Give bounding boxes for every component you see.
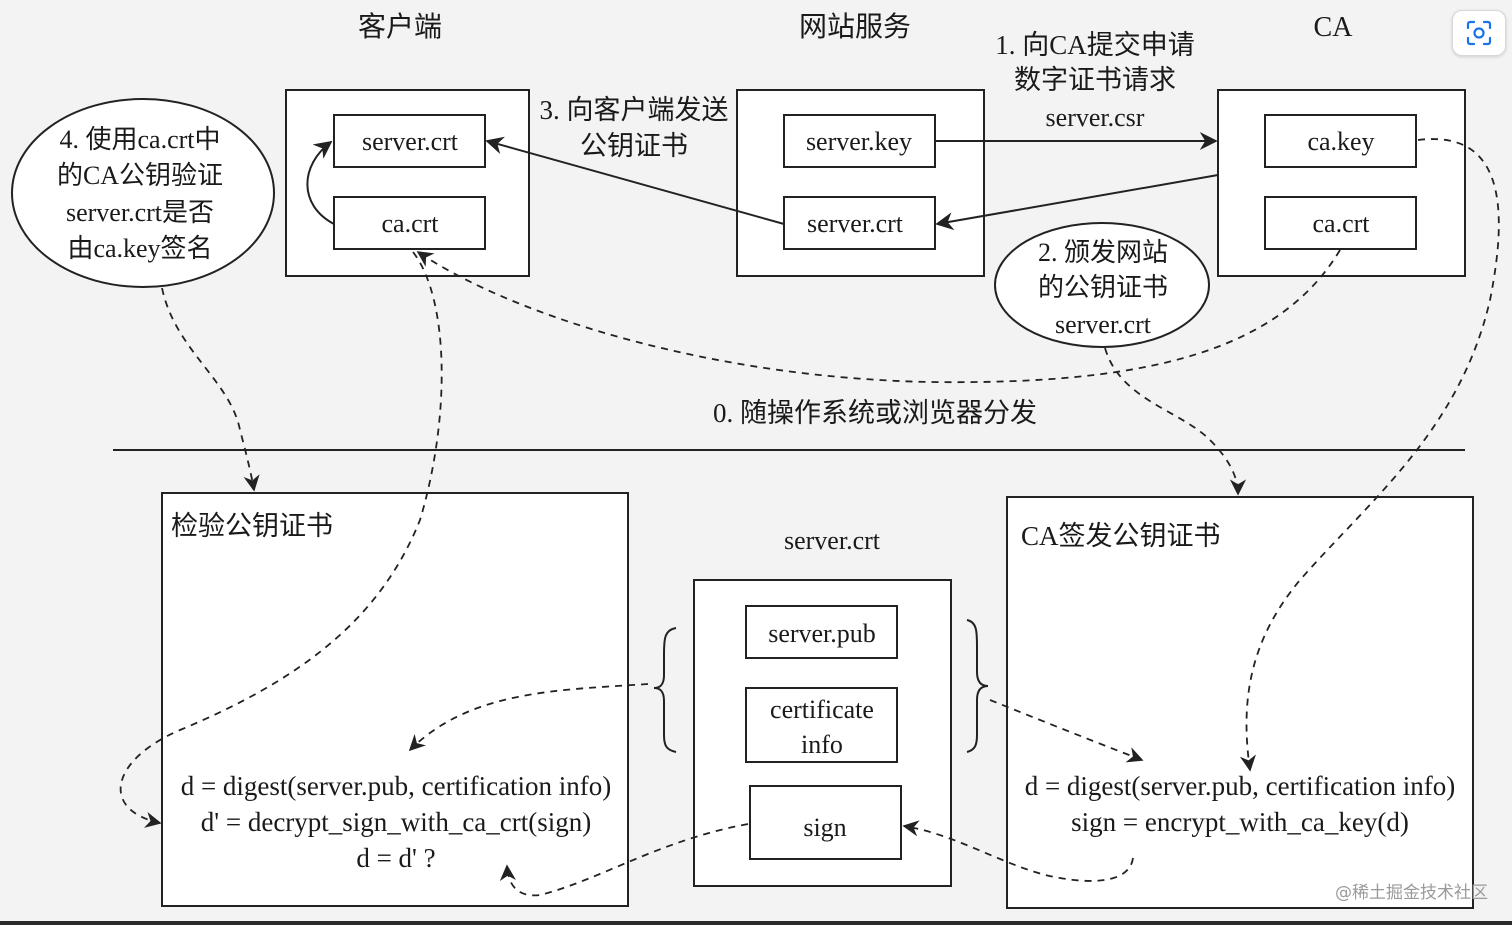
bubble-verify-line2: 的CA公钥验证 <box>57 161 223 190</box>
bubble-verify-line3: server.crt是否 <box>66 198 214 227</box>
step3-label-line1: 3. 向客户端发送 <box>540 95 729 125</box>
ca-key-label: ca.key <box>1307 127 1374 156</box>
dash-bubble-to-sign-panel <box>1104 347 1247 496</box>
verify-panel-title: 检验公钥证书 <box>171 511 333 541</box>
client-ca-crt-box <box>333 196 486 250</box>
verify-line3: d = d' ? <box>356 843 435 873</box>
header-client: 客户端 <box>358 11 442 43</box>
web-server-key-label: server.key <box>806 127 912 156</box>
watermark: @稀土掘金技术社区 <box>1335 883 1488 903</box>
step1-label-line2: 数字证书请求 <box>1014 65 1176 95</box>
verify-line1: d = digest(server.pub, certification inf… <box>181 771 612 801</box>
step1-label-line3: server.csr <box>1046 103 1145 132</box>
dash-ca-key-to-sign <box>1239 138 1500 772</box>
arrow-ca-crt-verify-curve <box>306 140 335 225</box>
bubble-verify-line1: 4. 使用ca.crt中 <box>59 125 220 154</box>
scan-icon <box>1466 20 1492 46</box>
bubble-issue-line2: 的公钥证书 <box>1038 273 1168 302</box>
dash-ca-crt-to-verify <box>119 251 443 828</box>
cert-info-box <box>745 687 898 763</box>
sign-line1: d = digest(server.pub, certification inf… <box>1025 771 1456 801</box>
step0-label: 0. 随操作系统或浏览器分发 <box>713 398 1037 428</box>
scan-button[interactable] <box>1452 10 1506 56</box>
client-server-crt-box <box>333 114 486 168</box>
arrow-web-to-client <box>485 136 785 225</box>
ca-crt-label: ca.crt <box>1312 209 1370 238</box>
left-brace <box>653 627 677 753</box>
bubble-issue-line1: 2. 颁发网站 <box>1038 238 1168 267</box>
web-server-crt-label: server.crt <box>807 209 904 238</box>
dash-ca-crt-distribution <box>416 249 1341 384</box>
cert-sign-box <box>749 785 902 860</box>
verify-panel <box>161 492 629 907</box>
bubble-issue <box>994 222 1210 348</box>
arrow-ca-to-web <box>935 174 1219 231</box>
bubble-issue-line3: server.crt <box>1055 310 1152 339</box>
bubble-verify <box>11 98 275 288</box>
step1-label-line1: 1. 向CA提交申请 <box>995 30 1195 60</box>
dash-bubble-to-verify <box>161 287 260 492</box>
cert-pub-label: server.pub <box>768 619 876 648</box>
cert-pub-box <box>745 605 898 659</box>
verify-line2: d' = decrypt_sign_with_ca_crt(sign) <box>201 807 592 837</box>
bottom-strip <box>0 921 1512 925</box>
ca-crt-box <box>1264 196 1417 250</box>
sign-line2: sign = encrypt_with_ca_key(d) <box>1071 807 1409 837</box>
cert-info-line2: info <box>801 730 843 759</box>
header-website: 网站服务 <box>799 11 911 43</box>
cert-title: server.crt <box>784 526 881 555</box>
client-ca-crt-label: ca.crt <box>381 209 439 238</box>
dash-sign-to-verify <box>499 823 749 897</box>
client-server-crt-label: server.crt <box>362 127 459 156</box>
step3-label-line2: 公钥证书 <box>580 131 688 161</box>
web-server-key-box <box>783 114 936 168</box>
dash-brace-to-verify <box>408 683 649 752</box>
dash-brace-to-sign <box>989 699 1144 763</box>
cert-sign-label: sign <box>803 813 846 842</box>
right-brace <box>966 619 989 753</box>
header-ca: CA <box>1314 12 1354 43</box>
ca-key-box <box>1264 114 1417 168</box>
sign-panel <box>1006 496 1474 909</box>
sign-panel-title: CA签发公钥证书 <box>1021 521 1221 551</box>
cert-info-line1: certificate <box>770 695 874 724</box>
bubble-verify-line4: 由ca.key签名 <box>67 234 212 263</box>
